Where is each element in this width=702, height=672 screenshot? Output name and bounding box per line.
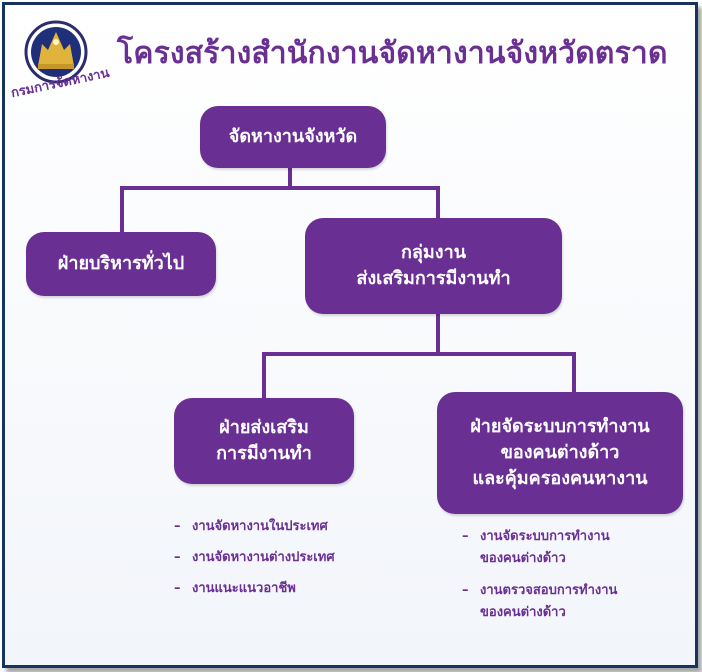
list-item-line: ของคนต่างด้าว	[480, 605, 566, 620]
connector	[120, 186, 124, 234]
node-label: ฝ่ายจัดระบบการทำงาน	[470, 416, 650, 437]
connector	[288, 166, 292, 188]
list-item-line: งานจัดระบบการทำงาน	[480, 529, 610, 544]
connector	[262, 352, 576, 356]
node-employment-group: กลุ่มงาน ส่งเสริมการมีงานทำ	[305, 218, 562, 314]
foreign-worker-task-list: งานจัดระบบการทำงาน ของคนต่างด้าว งานตรวจ…	[462, 526, 617, 624]
node-admin: ฝ่ายบริหารทั่วไป	[26, 232, 216, 296]
list-item: งานจัดหางานต่างประเทศ	[174, 542, 335, 573]
connector	[262, 352, 266, 400]
list-item-line: งานตรวจสอบการทำงาน	[480, 583, 618, 598]
node-employment-promotion: ฝ่ายส่งเสริม การมีงานทำ	[174, 398, 354, 484]
node-foreign-workers: ฝ่ายจัดระบบการทำงาน ของคนต่างด้าว และคุ้…	[437, 392, 683, 514]
list-item: งานจัดระบบการทำงาน ของคนต่างด้าว	[462, 526, 617, 570]
connector	[120, 186, 440, 190]
connector	[436, 186, 440, 220]
node-label: กลุ่มงาน	[401, 242, 466, 263]
list-item: งานตรวจสอบการทำงาน ของคนต่างด้าว	[462, 580, 617, 624]
node-label: จัดหางานจังหวัด	[228, 126, 358, 147]
logo: กรมการจัดหางาน	[10, 20, 111, 101]
node-label: ฝ่ายส่งเสริม	[219, 417, 309, 438]
connector	[436, 312, 440, 354]
node-label: การมีงานทำ	[216, 443, 312, 464]
connector	[572, 352, 576, 394]
node-label: และคุ้มครองคนหางาน	[472, 468, 648, 489]
node-label: ส่งเสริมการมีงานทำ	[356, 268, 511, 289]
node-label: ฝ่ายบริหารทั่วไป	[57, 253, 185, 274]
department-emblem-icon	[24, 20, 88, 84]
page-title: โครงสร้างสำนักงานจัดหางานจังหวัดตราด	[117, 36, 668, 71]
list-item: งานจัดหางานในประเทศ	[174, 511, 335, 542]
list-item-line: ของคนต่างด้าว	[480, 551, 566, 566]
list-item: งานแนะแนวอาชีพ	[174, 573, 335, 604]
node-label: ของคนต่างด้าว	[500, 442, 620, 463]
promotion-task-list: งานจัดหางานในประเทศ งานจัดหางานต่างประเท…	[174, 511, 335, 604]
node-root: จัดหางานจังหวัด	[200, 106, 386, 168]
